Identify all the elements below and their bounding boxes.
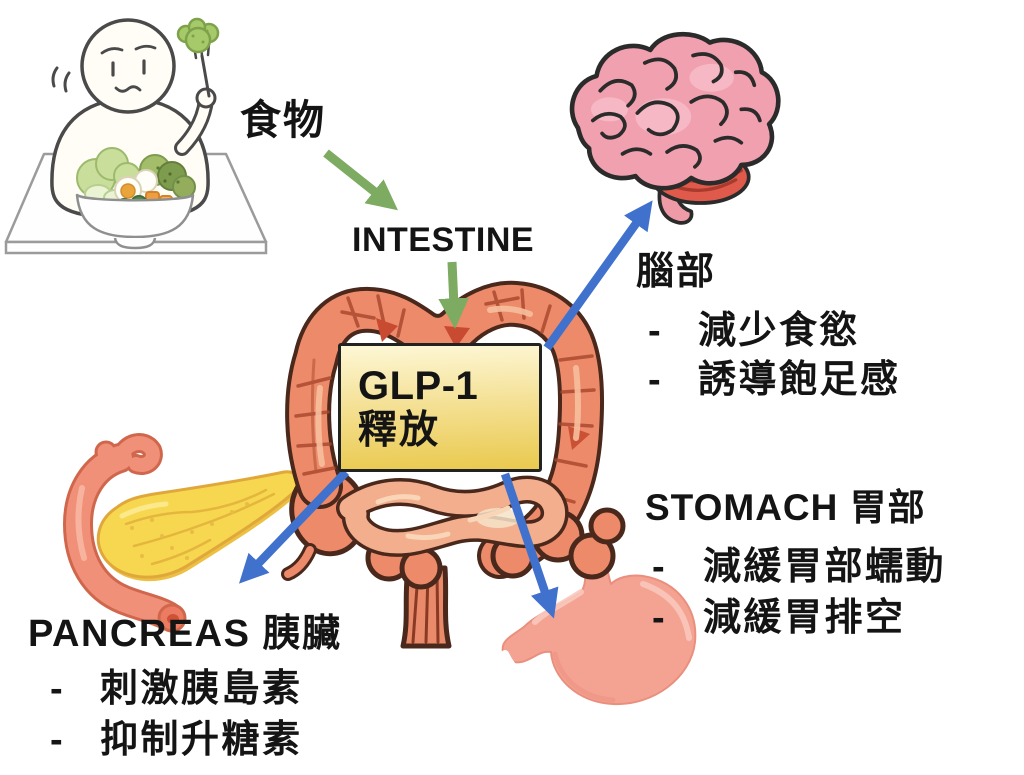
brain-title: 腦部 xyxy=(636,251,717,293)
glp1-box-line1: GLP-1 xyxy=(358,364,479,408)
pancreas-effects-block: PANCREAS 胰臟 -刺激胰島素 -抑制升糖素 xyxy=(28,611,342,766)
person-face xyxy=(100,44,157,93)
colon xyxy=(285,280,605,579)
bullet-dash: - xyxy=(648,359,661,401)
pancreas-bullet-1: 刺激胰島素 xyxy=(100,668,303,710)
stomach-bullet-1: 減緩胃部蠕動 xyxy=(703,546,947,588)
stomach-bullet-2: 減緩胃排空 xyxy=(703,597,906,639)
stomach-body xyxy=(501,557,697,706)
brain-bullet-2: 誘導飽足感 xyxy=(698,359,901,401)
list-item: -減緩胃排空 xyxy=(645,593,946,644)
person-eating-illustration xyxy=(4,17,268,255)
motion-marks xyxy=(51,66,71,93)
colon-highlights xyxy=(315,305,581,467)
brain-bullet-1: 減少食慾 xyxy=(698,310,861,352)
food-label: 食物 xyxy=(240,97,326,143)
bullet-dash: - xyxy=(50,719,63,761)
salad-bowl xyxy=(75,193,195,250)
list-item: -減少食慾 xyxy=(636,307,901,356)
brain-gyri xyxy=(590,52,762,169)
list-item: -刺激胰島素 xyxy=(28,664,342,715)
arrow-food-to-intestine xyxy=(323,149,398,211)
stomach-illustration xyxy=(501,557,697,706)
duodenum xyxy=(63,433,187,633)
bullet-dash: - xyxy=(648,310,661,352)
glp1-release-box: GLP-1 釋放 xyxy=(338,343,542,472)
brain-illustration xyxy=(569,31,781,225)
intestine-label: INTESTINE xyxy=(352,221,535,259)
brain-effects-block: 腦部 -減少食慾 -誘導飽足感 xyxy=(636,250,901,405)
list-item: -減緩胃部蠕動 xyxy=(645,542,946,593)
bullet-dash: - xyxy=(50,668,63,710)
broccoli-on-fork xyxy=(176,17,220,54)
pancreas-bullet-2: 抑制升糖素 xyxy=(100,719,303,761)
small-intestine xyxy=(336,475,569,557)
list-item: -抑制升糖素 xyxy=(28,715,342,766)
stomach-effects-block: STOMACH 胃部 -減緩胃部蠕動 -減緩胃排空 xyxy=(645,486,946,644)
glp1-box-line2: 釋放 xyxy=(358,409,441,452)
pancreas-title: PANCREAS 胰臟 xyxy=(28,613,342,655)
stomach-highlight xyxy=(501,650,549,690)
list-item: -誘導飽足感 xyxy=(636,356,901,405)
bullet-dash: - xyxy=(652,546,665,588)
bullet-dash: - xyxy=(652,597,665,639)
stomach-title: STOMACH 胃部 xyxy=(645,487,926,528)
pancreas-texture-dots xyxy=(130,502,249,560)
